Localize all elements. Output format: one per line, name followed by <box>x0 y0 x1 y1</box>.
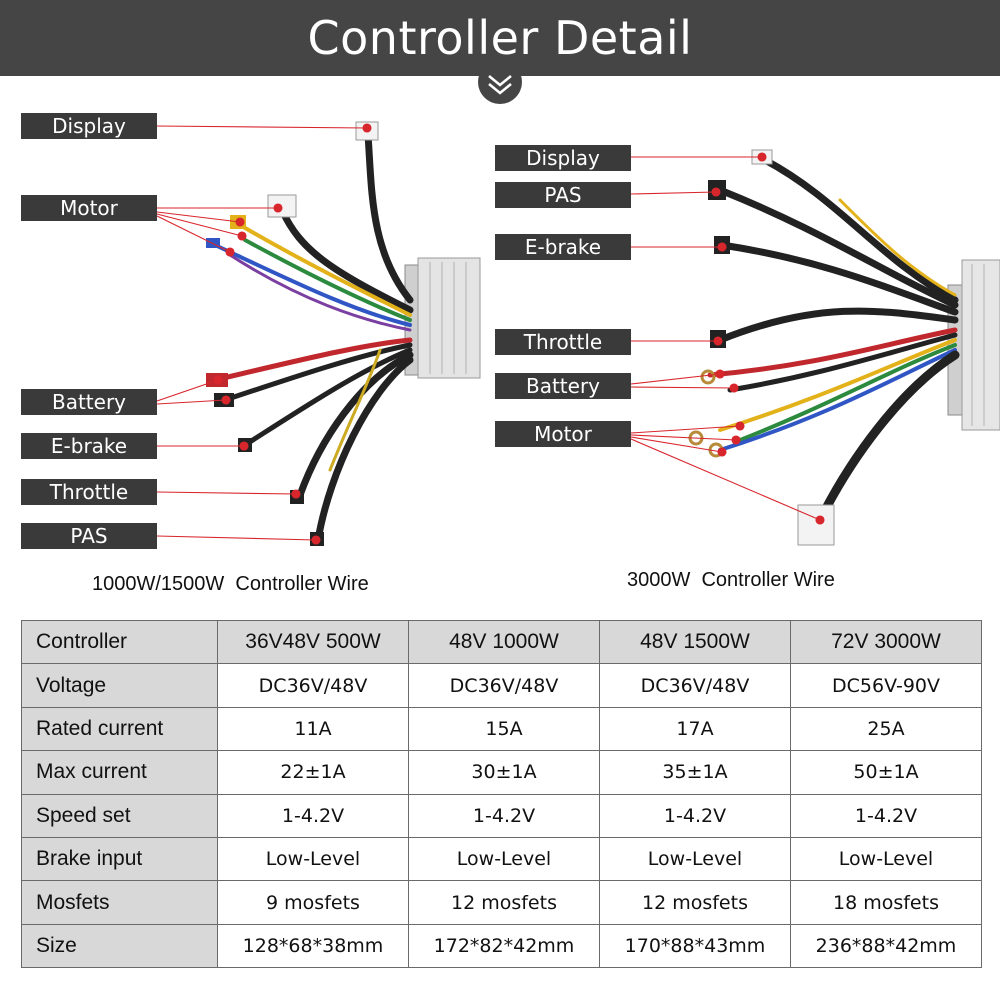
label-text: PAS <box>70 524 108 548</box>
right-label-battery: Battery <box>495 373 631 399</box>
label-text: Battery <box>51 390 127 414</box>
table-row: Brake input Low-Level Low-Level Low-Leve… <box>21 836 982 882</box>
table-cell: DC36V/48V <box>217 663 409 708</box>
right-label-motor: Motor <box>495 421 631 447</box>
left-connectors <box>206 121 379 546</box>
column-header: 36V48V 500W <box>217 619 409 665</box>
table-cell: 1-4.2V <box>790 793 982 838</box>
table-cell: DC36V/48V <box>408 663 600 708</box>
right-connectors <box>688 149 835 546</box>
table-cell: 170*88*43mm <box>599 923 791 969</box>
left-diagram-caption: 1000W/1500W Controller Wire <box>92 573 369 595</box>
table-header-row: Controller 36V48V 500W 48V 1000W 48V 150… <box>21 619 982 665</box>
right-pointer-lines <box>630 152 825 525</box>
table-cell: 172*82*42mm <box>408 923 600 969</box>
table-row: Size 128*68*38mm 172*82*42mm 170*88*43mm… <box>21 923 982 969</box>
left-wire-bundle <box>212 131 414 544</box>
table-cell: Low-Level <box>217 836 409 882</box>
label-text: Display <box>526 146 600 170</box>
column-header: Controller <box>21 619 218 665</box>
right-label-pas: PAS <box>495 182 631 208</box>
table-cell: 1-4.2V <box>408 793 600 838</box>
table-cell: 22±1A <box>217 750 409 795</box>
table-cell: Low-Level <box>599 836 791 882</box>
label-text: Throttle <box>49 480 129 504</box>
row-label: Max current <box>21 750 218 795</box>
table-cell: 25A <box>790 706 982 752</box>
label-text: Throttle <box>523 330 603 354</box>
left-label-pas: PAS <box>21 523 157 549</box>
table-cell: Low-Level <box>790 836 982 882</box>
right-label-throttle: Throttle <box>495 329 631 355</box>
right-controller-box <box>947 259 1000 431</box>
table-cell: 11A <box>217 706 409 752</box>
table-cell: 30±1A <box>408 750 600 795</box>
table-cell: 128*68*38mm <box>217 923 409 969</box>
page-title: Controller Detail <box>307 11 693 65</box>
right-label-e-brake: E-brake <box>495 234 631 260</box>
row-label: Speed set <box>21 793 218 838</box>
right-diagram-caption: 3000W Controller Wire <box>627 569 835 591</box>
table-cell: 236*88*42mm <box>790 923 982 969</box>
left-controller-box <box>404 257 481 379</box>
table-cell: DC56V-90V <box>790 663 982 708</box>
row-label: Rated current <box>21 706 218 752</box>
controller-wiring-illustration <box>156 121 1000 546</box>
column-header: 48V 1000W <box>408 619 600 665</box>
left-pointer-lines <box>156 123 372 545</box>
row-label: Size <box>21 923 218 969</box>
table-cell: Low-Level <box>408 836 600 882</box>
column-header: 72V 3000W <box>790 619 982 665</box>
label-text: Display <box>52 114 126 138</box>
table-cell: 12 mosfets <box>408 880 600 925</box>
row-label: Brake input <box>21 836 218 882</box>
right-wire-bundle <box>707 156 960 525</box>
left-label-battery: Battery <box>21 389 157 415</box>
table-cell: 17A <box>599 706 791 752</box>
label-text: Motor <box>534 422 592 446</box>
table-row: Mosfets 9 mosfets 12 mosfets 12 mosfets … <box>21 880 982 925</box>
label-text: E-brake <box>524 235 602 259</box>
column-header: 48V 1500W <box>599 619 791 665</box>
left-label-motor: Motor <box>21 195 157 221</box>
row-label: Mosfets <box>21 880 218 925</box>
table-cell: 35±1A <box>599 750 791 795</box>
left-label-display: Display <box>21 113 157 139</box>
controller-spec-table: Controller 36V48V 500W 48V 1000W 48V 150… <box>21 619 982 969</box>
table-cell: DC36V/48V <box>599 663 791 708</box>
label-text: E-brake <box>50 434 128 458</box>
table-cell: 12 mosfets <box>599 880 791 925</box>
table-cell: 9 mosfets <box>217 880 409 925</box>
left-label-throttle: Throttle <box>21 479 157 505</box>
row-label: Voltage <box>21 663 218 708</box>
table-cell: 15A <box>408 706 600 752</box>
table-row: Rated current 11A 15A 17A 25A <box>21 706 982 752</box>
left-label-e-brake: E-brake <box>21 433 157 459</box>
label-text: PAS <box>544 183 582 207</box>
table-row: Voltage DC36V/48V DC36V/48V DC36V/48V DC… <box>21 663 982 708</box>
table-cell: 50±1A <box>790 750 982 795</box>
table-cell: 1-4.2V <box>217 793 409 838</box>
chevron-down-icon <box>478 64 522 104</box>
table-row: Max current 22±1A 30±1A 35±1A 50±1A <box>21 750 982 795</box>
table-cell: 1-4.2V <box>599 793 791 838</box>
label-text: Battery <box>525 374 601 398</box>
table-row: Speed set 1-4.2V 1-4.2V 1-4.2V 1-4.2V <box>21 793 982 838</box>
table-cell: 18 mosfets <box>790 880 982 925</box>
right-label-display: Display <box>495 145 631 171</box>
label-text: Motor <box>60 196 118 220</box>
